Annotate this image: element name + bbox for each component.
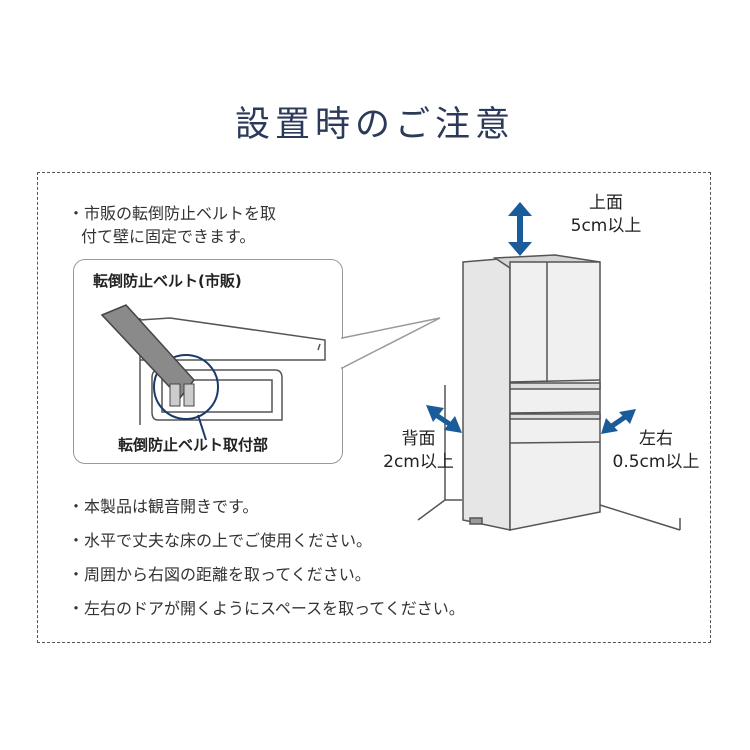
bullet-item: ・水平で丈夫な床の上でご使用ください。 — [68, 531, 373, 550]
side-clearance-label: 左右 — [639, 429, 673, 449]
belt-note: ・市販の転倒防止ベルトを取 付て壁に固定できます。 — [68, 202, 276, 248]
bullet-item: ・周囲から右図の距離を取ってください。 — [68, 565, 371, 584]
top-clearance-value: 5cm以上 — [570, 215, 642, 236]
side-clearance: 左右 0.5cm以上 — [604, 428, 708, 474]
room-corner — [417, 385, 681, 531]
belt-detail-drawing — [139, 317, 326, 441]
belt-note-line-2: 付て壁に固定できます。 — [81, 227, 256, 247]
belt-label: 転倒防止ベルト(市販) — [93, 272, 242, 290]
diagonal-double-arrow-icon — [601, 409, 636, 434]
back-clearance-value: 2cm以上 — [383, 451, 454, 472]
callout-pointer — [340, 317, 441, 370]
belt-mount-label: 転倒防止ベルト取付部 — [118, 436, 269, 454]
up-down-arrow-icon — [508, 202, 532, 256]
bullet-item: ・左右のドアが開くようにスペースを取ってください。 — [68, 599, 465, 618]
bullet-list: ・本製品は観音開きです。 ・水平で丈夫な床の上でご使用ください。 ・周囲から右図… — [68, 490, 465, 626]
page-title: 設置時のご注意 — [234, 105, 515, 145]
refrigerator — [462, 254, 601, 531]
top-clearance: 上面 5cm以上 — [566, 192, 646, 238]
bullet-item: ・本製品は観音開きです。 — [68, 497, 259, 516]
notice-frame — [37, 172, 711, 643]
belt-note-line-1: ・市販の転倒防止ベルトを取 — [68, 204, 277, 223]
belt-strap — [100, 304, 195, 407]
diagonal-double-arrow-icon — [426, 405, 462, 433]
top-clearance-label: 上面 — [589, 193, 623, 213]
side-clearance-value: 0.5cm以上 — [612, 451, 700, 472]
back-clearance-label: 背面 — [401, 429, 436, 449]
back-clearance: 背面 2cm以上 — [376, 428, 461, 474]
